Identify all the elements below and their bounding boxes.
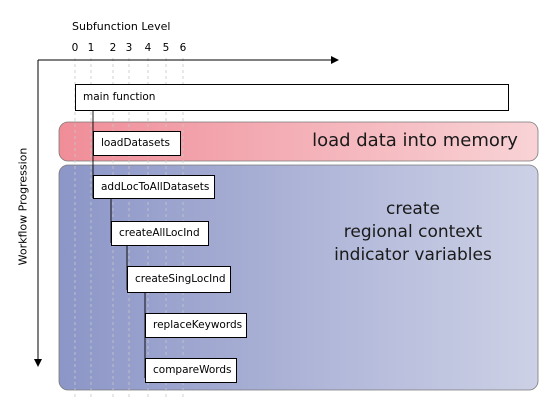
addloctoalldatasets-box: addLocToAllDatasets [93,175,215,199]
create-phase-label-line3: indicator variables [334,245,492,265]
x-axis-label: Subfunction Level [72,20,171,33]
level-label-1: 1 [87,42,95,54]
loaddatasets-box: loadDatasets [93,131,181,156]
level-label-5: 5 [162,42,170,54]
createsinglocind-box: createSingLocInd [127,266,231,293]
create-phase-label-line1: create [386,199,440,219]
create-phase-label-line2: regional context [343,222,483,242]
createalllocind-box: createAllLocInd [111,221,209,246]
load-phase-label: load data into memory [312,130,518,151]
comparewords-box: compareWords [145,358,237,383]
main-function-box: main function [75,84,509,111]
level-label-4: 4 [144,42,152,54]
level-label-2: 2 [109,42,117,54]
level-label-0: 0 [71,42,79,54]
replacekeywords-box: replaceKeywords [145,313,247,338]
level-label-6: 6 [179,42,187,54]
level-label-3: 3 [125,42,133,54]
